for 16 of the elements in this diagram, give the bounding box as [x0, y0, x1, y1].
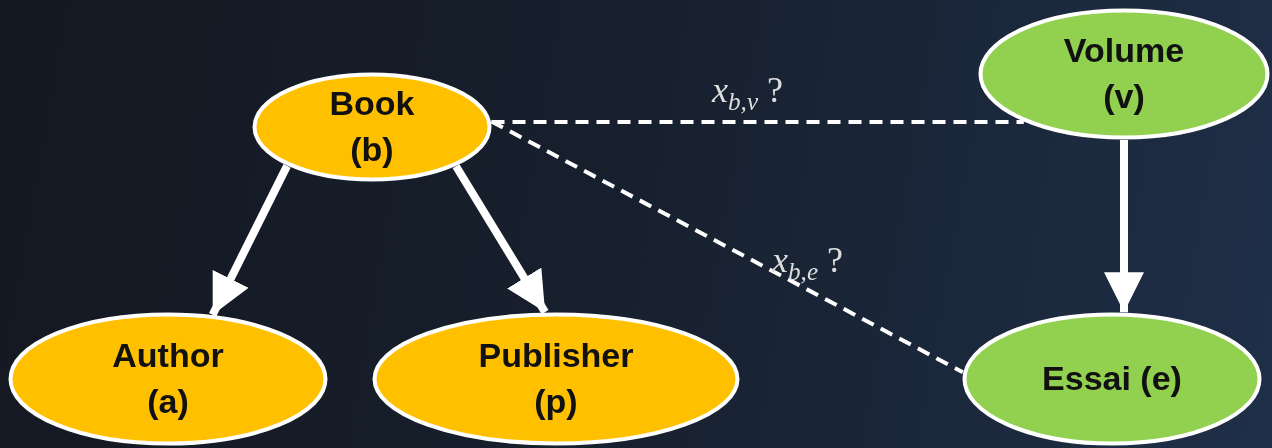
node-label: Publisher (p)	[477, 335, 635, 422]
edge-label: x$_{b,e}$ ?	[772, 242, 844, 285]
arrow	[209, 164, 291, 317]
edge-label: x$_{b,v}$ ?	[712, 72, 784, 115]
ellipse-node	[962, 312, 1262, 446]
node-label: Author (a)	[111, 335, 225, 422]
node-label: Volume (v)	[1062, 30, 1186, 117]
node-label: Book (b)	[328, 83, 416, 170]
arrow	[452, 164, 549, 315]
ellipse-node	[8, 312, 328, 446]
ellipse-node	[252, 72, 492, 182]
dashed-line	[490, 119, 964, 374]
ellipse-node	[978, 8, 1270, 140]
node-label: Essai (e)	[1042, 358, 1182, 400]
dashed-line	[491, 120, 1024, 124]
ellipse-node	[372, 312, 740, 446]
